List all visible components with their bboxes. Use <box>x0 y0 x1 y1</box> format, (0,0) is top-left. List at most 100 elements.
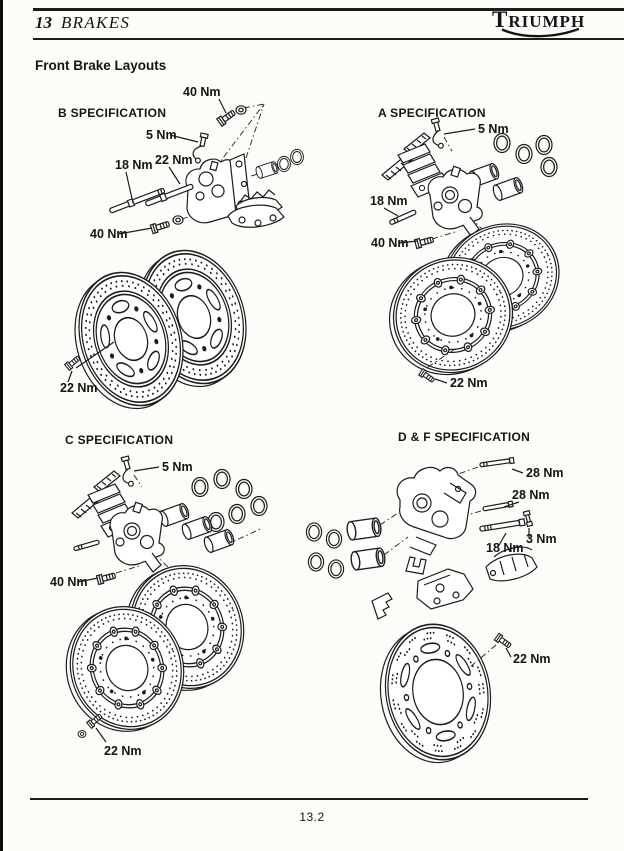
torque-label-mounting-bolt: 40 Nm <box>90 227 128 241</box>
seal-ring <box>515 143 533 165</box>
leader-line <box>75 341 115 369</box>
torque-label-bleed-valve: 3 Nm <box>526 532 557 546</box>
slide-pin <box>482 500 514 512</box>
projection-line <box>443 136 453 152</box>
projection-line <box>449 466 479 478</box>
leader-line <box>133 466 160 472</box>
spec-title-df: D & F SPECIFICATION <box>398 430 530 444</box>
torque-label-mounting-bolt: 40 Nm <box>50 575 88 589</box>
chapter-heading: 13 BRAKES <box>35 13 130 33</box>
torque-label-upper-slide-pin: 22 Nm <box>155 153 193 167</box>
header-rule-top <box>33 8 624 11</box>
leader-line <box>168 166 181 185</box>
chapter-number: 13 <box>35 13 52 32</box>
sealing-washer <box>235 105 247 115</box>
seal-ring <box>493 132 511 154</box>
caliper <box>109 501 165 573</box>
leader-line <box>95 727 107 743</box>
leader-line <box>434 378 448 384</box>
projection-line <box>427 346 459 368</box>
bleed-nipple <box>522 509 534 528</box>
slide-pin <box>73 539 100 552</box>
leader-line <box>383 207 399 217</box>
caliper <box>396 466 477 556</box>
projection-line <box>245 103 265 159</box>
leader-line <box>118 227 153 235</box>
torque-label-pad-pin: 18 Nm <box>370 194 408 208</box>
torque-label-bleed-valve: 5 Nm <box>478 122 509 136</box>
seal-ring <box>235 478 253 500</box>
pad-spring <box>239 189 276 203</box>
a-specification-diagram: A SPECIFICATION 5 Nm 18 Nm 40 Nm 22 Nm <box>370 106 578 393</box>
bleed-valve <box>117 455 137 489</box>
leader-line <box>67 370 73 383</box>
torque-label-lower-slide-pin: 28 Nm <box>512 488 550 502</box>
seal-ring <box>540 156 558 178</box>
torque-label-disc-bolt: 22 Nm <box>513 652 551 666</box>
spec-title-c: C SPECIFICATION <box>65 433 173 447</box>
seal-ring <box>213 468 231 490</box>
chapter-title: BRAKES <box>61 13 131 32</box>
seal-ring <box>290 148 304 166</box>
leader-line <box>77 577 99 583</box>
df-specification-diagram: D & F SPECIFICATION 28 Nm 28 Nm 3 Nm 18 … <box>305 430 564 770</box>
section-title: Front Brake Layouts <box>35 58 167 73</box>
projection-line <box>133 474 143 488</box>
torque-label-disc-bolt: 22 Nm <box>104 744 142 758</box>
seal-ring <box>191 476 209 498</box>
leader-line <box>505 647 512 658</box>
torque-label-bleed-valve: 5 Nm <box>162 460 193 474</box>
seal-ring <box>250 495 268 517</box>
projection-line <box>383 536 409 556</box>
mounting-bolt <box>413 234 435 250</box>
spec-title-b: B SPECIFICATION <box>58 106 166 120</box>
torque-label-mounting-bolt: 40 Nm <box>371 236 409 250</box>
leader-line <box>503 501 520 508</box>
c-specification-diagram: C SPECIFICATION 5 Nm 40 Nm 22 Nm <box>50 433 268 758</box>
slide-pin <box>479 456 515 468</box>
leader-line <box>125 171 134 204</box>
torque-label-bleed-valve: 5 Nm <box>146 128 177 142</box>
caliper <box>185 158 240 224</box>
brake-pad <box>485 546 538 582</box>
torque-label-disc-bolt: 22 Nm <box>60 381 98 395</box>
leader-line <box>399 240 418 244</box>
leader-line <box>218 98 227 114</box>
torque-label-upper-slide-pin: 28 Nm <box>526 466 564 480</box>
triumph-logo: TRIUMPH <box>492 10 584 38</box>
torque-label-disc-bolt: 22 Nm <box>450 376 488 390</box>
seal-ring <box>228 503 246 525</box>
caliper-bracket <box>416 568 474 610</box>
projection-line <box>250 173 259 177</box>
mounting-bolt <box>149 218 171 235</box>
bleed-valve <box>190 131 209 165</box>
page-number: 13.2 <box>299 810 325 824</box>
header-rule-bottom <box>33 38 624 40</box>
disc-bolt <box>418 368 437 385</box>
scan-edge-artifact <box>0 0 3 851</box>
triumph-logo-swoosh-icon <box>501 28 580 38</box>
pad-retaining-pin <box>479 518 526 532</box>
bleed-valve <box>427 117 447 151</box>
pad-retaining-pin <box>389 209 417 225</box>
torque-label-pad-pin: 18 Nm <box>486 541 524 555</box>
torque-label-banjo-bolt: 40 Nm <box>183 85 221 99</box>
seal-ring <box>325 529 343 549</box>
projection-line <box>225 528 261 546</box>
torque-label-lower-slide-pin: 18 Nm <box>115 158 153 172</box>
b-specification-diagram: 40 Nm B SPECIFICATION 5 Nm 22 Nm 18 Nm 4… <box>58 85 304 421</box>
spec-title-a: A SPECIFICATION <box>378 106 486 120</box>
projection-line <box>431 230 459 240</box>
piston <box>345 516 383 542</box>
footer-rule <box>30 798 588 801</box>
leader-line <box>443 128 476 135</box>
projection-line <box>469 644 497 668</box>
piston <box>349 546 387 572</box>
projection-line <box>379 512 399 526</box>
brake-disc <box>373 614 503 770</box>
piston <box>490 175 526 203</box>
seal-ring <box>305 522 323 542</box>
washer <box>77 730 87 738</box>
seal-ring <box>327 559 345 579</box>
